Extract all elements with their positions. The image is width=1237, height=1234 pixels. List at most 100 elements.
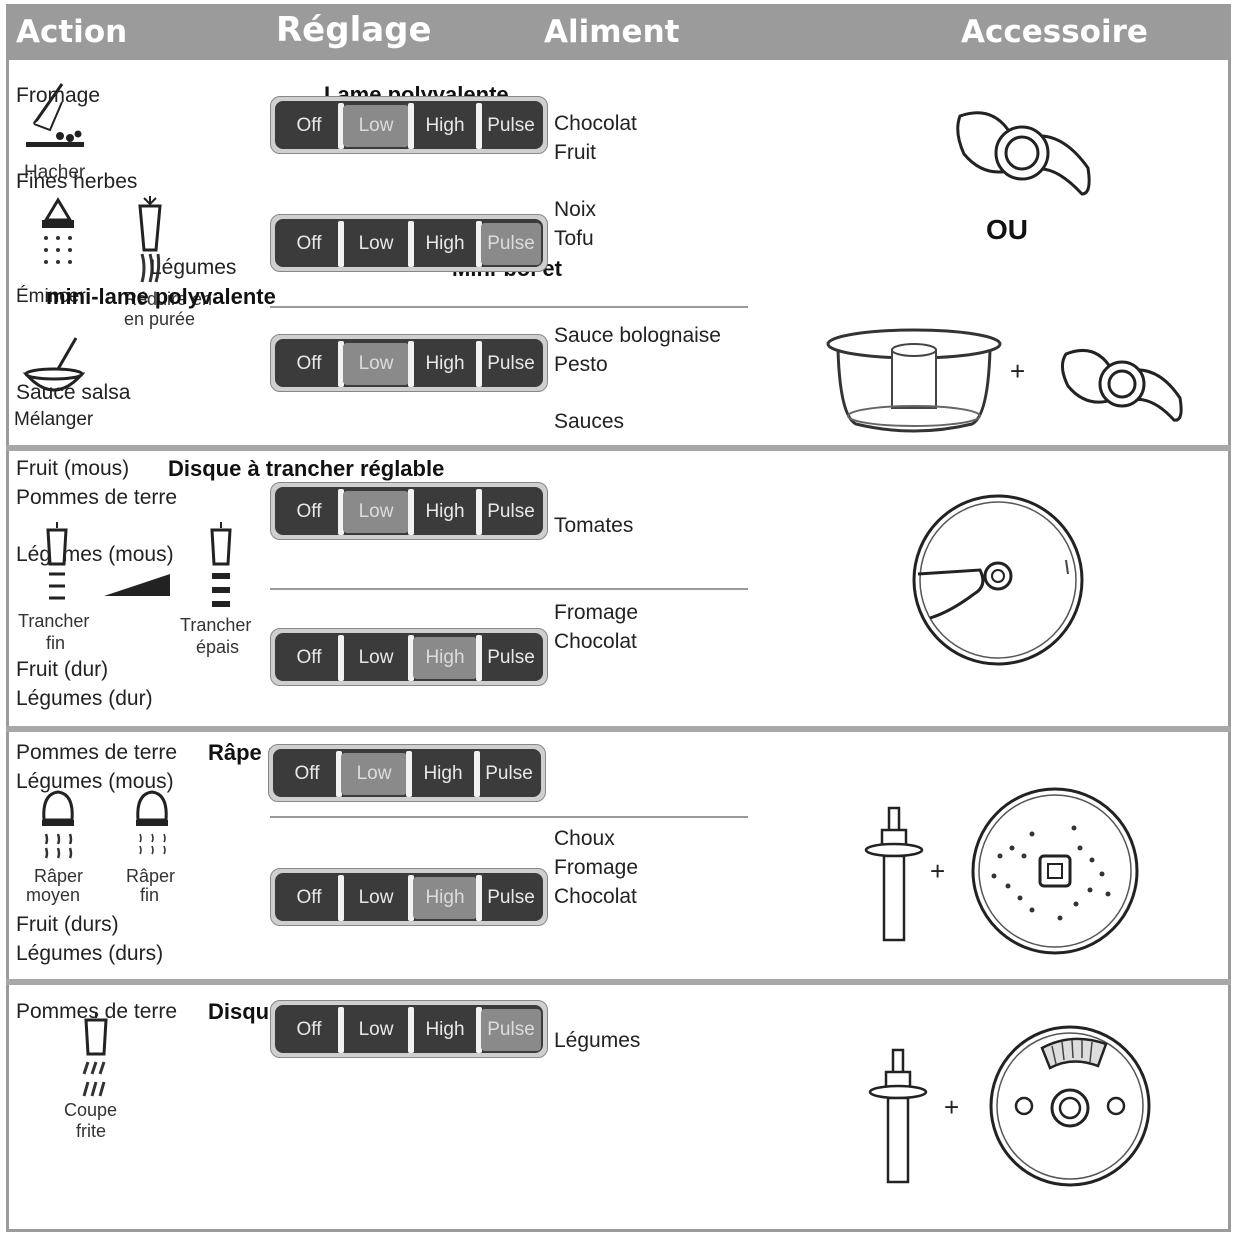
speed-high-button[interactable]: High — [413, 637, 477, 679]
panel-divider — [338, 1007, 344, 1053]
panel-divider — [336, 751, 342, 797]
speed-off-button[interactable]: Off — [296, 647, 322, 668]
speed-control-panel: Off Low High Pulse — [270, 628, 548, 686]
speed-pulse-button[interactable]: Pulse — [487, 353, 535, 374]
speed-off-button[interactable]: Off — [296, 353, 322, 374]
french-fry-disc-icon — [989, 1025, 1151, 1187]
speed-low-button[interactable]: Low — [358, 233, 394, 254]
speed-off-button[interactable]: Off — [296, 501, 322, 522]
speed-off-button[interactable]: Off — [296, 233, 322, 254]
speed-control-panel: Off Low High Pulse — [270, 96, 548, 154]
panel-divider — [338, 489, 344, 535]
speed-low-button[interactable]: Low — [341, 753, 407, 795]
speed-pulse-button[interactable]: Pulse — [487, 647, 535, 668]
multipurpose-blade-icon — [956, 111, 1091, 196]
panel-divider — [476, 489, 482, 535]
speed-pulse-button[interactable]: Pulse — [481, 1009, 541, 1051]
speed-high-button[interactable]: High — [425, 501, 465, 522]
food-processor-bowl-icon — [826, 328, 1002, 433]
panel-divider — [408, 1007, 414, 1053]
section-divider — [6, 445, 1231, 451]
panel-divider — [476, 875, 482, 921]
header-aliment: Aliment — [544, 14, 680, 50]
header-accessoire: Accessoire — [961, 14, 1148, 50]
action-label: Râper — [34, 866, 84, 886]
speed-off-button[interactable]: Off — [296, 115, 322, 136]
speed-control-panel-face: Off Low High Pulse — [275, 339, 543, 387]
action-label: Sauce salsa — [16, 381, 131, 404]
header-reglage: Réglage — [276, 10, 432, 50]
panel-divider — [338, 103, 344, 149]
accessory-title: Disque à trancher réglable — [168, 456, 445, 481]
panel-divider — [408, 635, 414, 681]
speed-pulse-button[interactable]: Pulse — [487, 501, 535, 522]
panel-divider — [476, 635, 482, 681]
action-label: en purée — [124, 309, 196, 329]
section-divider — [6, 979, 1231, 985]
speed-control-panel-face: Off Low High Pulse — [275, 219, 543, 267]
speed-low-button[interactable]: Low — [343, 105, 409, 147]
panel-divider — [408, 489, 414, 535]
shredding-disc-icon — [971, 787, 1139, 955]
food-label: Sauces — [554, 410, 625, 433]
speed-pulse-button[interactable]: Pulse — [485, 763, 533, 784]
speed-high-button[interactable]: High — [425, 233, 465, 254]
action-label: Pommes de terre — [16, 741, 178, 764]
panel-divider — [408, 221, 414, 267]
action-label: Réduire en — [124, 289, 213, 309]
speed-low-button[interactable]: Low — [358, 1019, 394, 1040]
speed-low-button[interactable]: Low — [343, 343, 409, 385]
food-label: Fruit — [554, 141, 596, 164]
speed-high-button[interactable]: High — [425, 1019, 465, 1040]
speed-off-button[interactable]: Off — [294, 763, 320, 784]
food-label: Tomates — [554, 514, 634, 537]
speed-high-button[interactable]: High — [425, 353, 465, 374]
action-label: Légumes (mous) — [16, 770, 174, 793]
action-label: Fromage — [16, 84, 101, 107]
speed-off-button[interactable]: Off — [296, 1019, 322, 1040]
carrot-icon — [46, 522, 68, 600]
section-blade — [6, 60, 1231, 446]
speed-control-panel: Off Low High Pulse — [270, 482, 548, 540]
action-label: Fruit (dur) — [16, 658, 109, 681]
action-label: Hacher — [24, 162, 86, 183]
multipurpose-blade-icon — [1061, 349, 1183, 422]
slicing-disc-icon — [912, 494, 1084, 666]
action-label: Pommes de terre — [16, 486, 178, 509]
action-label: Pommes de terre — [16, 1000, 178, 1023]
action-label: frite — [76, 1121, 107, 1141]
speed-low-button[interactable]: Low — [358, 887, 394, 908]
knife-chopping-icon — [26, 83, 84, 147]
stem-adapter-icon — [864, 806, 924, 942]
speed-control-panel-face: Off Low High Pulse — [275, 633, 543, 681]
panel-divider — [338, 875, 344, 921]
section-fries — [6, 985, 1231, 1232]
panel-divider — [476, 1007, 482, 1053]
herb-shaker-icon — [42, 197, 74, 264]
speed-high-button[interactable]: High — [425, 115, 465, 136]
food-label: Sauce bolognaise — [554, 324, 721, 347]
carrot-icon — [210, 522, 232, 607]
speed-low-button[interactable]: Low — [343, 491, 409, 533]
food-label: Chocolat — [554, 112, 637, 135]
speed-control-panel-face: Off Low High Pulse — [275, 873, 543, 921]
speed-pulse-button[interactable]: Pulse — [487, 115, 535, 136]
speed-high-button[interactable]: High — [413, 877, 477, 919]
speed-pulse-button[interactable]: Pulse — [487, 887, 535, 908]
speed-pulse-button[interactable]: Pulse — [481, 223, 541, 265]
speed-control-panel-face: Off Low High Pulse — [275, 487, 543, 535]
action-label: Fines herbes — [16, 170, 138, 193]
action-label: Légumes (dur) — [16, 687, 153, 710]
speed-low-button[interactable]: Low — [358, 647, 394, 668]
food-label: Fromage — [554, 856, 639, 879]
speed-off-button[interactable]: Off — [296, 887, 322, 908]
speed-control-panel: Off Low High Pulse — [270, 868, 548, 926]
panel-divider — [474, 751, 480, 797]
food-label: Pesto — [554, 353, 608, 376]
carrot-icon — [138, 196, 162, 283]
panel-divider — [476, 341, 482, 387]
panel-divider — [408, 103, 414, 149]
action-label: Légumes (mous) — [16, 543, 174, 566]
plus-sign: + — [944, 1092, 960, 1122]
speed-high-button[interactable]: High — [423, 763, 463, 784]
